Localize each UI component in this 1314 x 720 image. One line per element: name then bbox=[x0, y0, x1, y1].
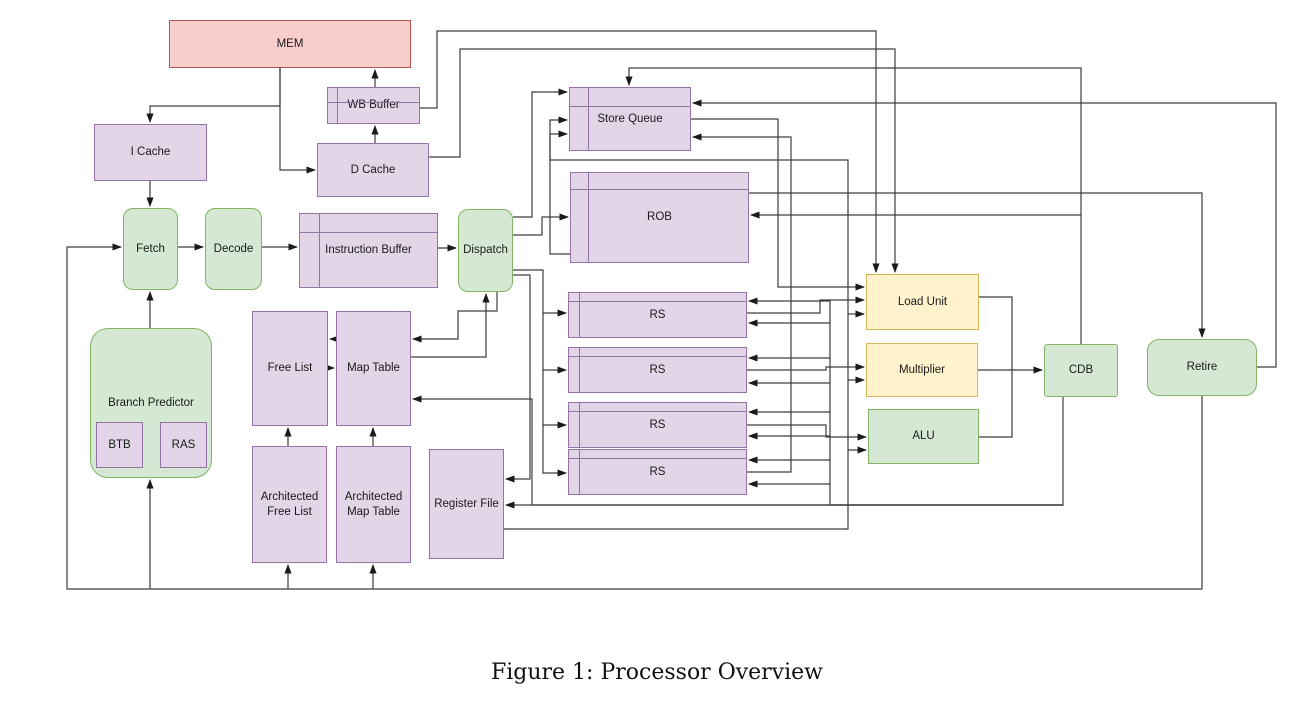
edge-retire-to-store-queue bbox=[692, 99, 1277, 368]
node-free-list: Free List bbox=[252, 311, 328, 426]
node-decode: Decode bbox=[205, 208, 262, 290]
node-d-cache-label: D Cache bbox=[350, 163, 396, 176]
edge-dispatch-to-register-file bbox=[505, 274, 531, 483]
node-store-queue-row-divider bbox=[570, 88, 690, 107]
node-wb-buffer-column-divider bbox=[328, 88, 338, 123]
edge-dispatch-to-rs3 bbox=[542, 370, 567, 429]
node-rs3-row-divider bbox=[569, 403, 746, 412]
edge-rs3-to-alu bbox=[747, 424, 867, 441]
edge-dispatch-to-store-queue bbox=[513, 88, 568, 218]
node-architected-map-table: Architected Map Table bbox=[336, 446, 411, 563]
node-instruction-buffer-column-divider bbox=[300, 214, 320, 287]
edge-load-unit-to-cdb bbox=[979, 296, 1013, 370]
node-rs1-label: RS bbox=[649, 308, 666, 321]
node-decode-label: Decode bbox=[213, 242, 254, 255]
node-store-queue: Store Queue bbox=[569, 87, 691, 151]
node-rs2-label: RS bbox=[649, 363, 666, 376]
node-instruction-buffer-row-divider bbox=[300, 214, 437, 233]
edge-mem-to-i-cache bbox=[146, 68, 281, 123]
node-architected-free-list-label: Architected Free List bbox=[260, 491, 319, 518]
node-rs3-column-divider bbox=[569, 403, 580, 447]
node-free-list-label: Free List bbox=[267, 362, 313, 375]
node-store-queue-column-divider bbox=[570, 88, 589, 150]
node-rs4-label: RS bbox=[649, 465, 666, 478]
node-load-unit: Load Unit bbox=[866, 274, 979, 330]
node-rs4: RS bbox=[568, 449, 747, 495]
node-rs1: RS bbox=[568, 292, 747, 338]
node-rs1-column-divider bbox=[569, 293, 580, 337]
node-map-table: Map Table bbox=[336, 311, 411, 426]
edge-mem-to-d-cache bbox=[279, 68, 316, 174]
node-branch-predictor-label: Branch Predictor bbox=[108, 396, 194, 409]
edge-dispatch-to-rs2 bbox=[542, 313, 567, 374]
edge-rob-to-store-queue bbox=[549, 116, 570, 255]
node-rs2-column-divider bbox=[569, 348, 580, 392]
node-alu-label: ALU bbox=[912, 430, 935, 443]
node-fetch: Fetch bbox=[123, 208, 178, 290]
node-multiplier-label: Multiplier bbox=[898, 363, 945, 376]
node-btb-label: BTB bbox=[108, 438, 131, 451]
node-register-file: Register File bbox=[429, 449, 504, 559]
node-retire: Retire bbox=[1147, 339, 1257, 396]
figure-caption: Figure 1: Processor Overview bbox=[490, 660, 824, 685]
node-architected-free-list: Architected Free List bbox=[252, 446, 327, 563]
node-rs4-column-divider bbox=[569, 450, 580, 494]
node-rob-label: ROB bbox=[647, 211, 672, 224]
node-map-table-label: Map Table bbox=[347, 362, 400, 375]
edge-dispatch-to-map-table bbox=[412, 292, 498, 343]
node-instruction-buffer-label: Instruction Buffer bbox=[325, 244, 412, 257]
node-architected-map-table-label: Architected Map Table bbox=[344, 491, 403, 518]
node-register-file-label: Register File bbox=[434, 497, 499, 510]
node-cdb: CDB bbox=[1044, 344, 1118, 397]
node-mem: MEM bbox=[169, 20, 411, 68]
node-multiplier: Multiplier bbox=[866, 343, 978, 397]
node-retire-label: Retire bbox=[1186, 361, 1218, 374]
node-dispatch-label: Dispatch bbox=[463, 244, 508, 257]
node-rs4-row-divider bbox=[569, 450, 746, 459]
edge-rs1-to-load-unit bbox=[747, 296, 865, 314]
node-rob: ROB bbox=[570, 172, 749, 263]
node-rs3: RS bbox=[568, 402, 747, 448]
edge-dispatch-to-rs4 bbox=[542, 425, 567, 477]
node-d-cache: D Cache bbox=[317, 143, 429, 197]
node-fetch-label: Fetch bbox=[136, 242, 165, 255]
node-wb-buffer: WB Buffer bbox=[327, 87, 420, 124]
node-load-unit-label: Load Unit bbox=[897, 295, 948, 308]
node-ras-label: RAS bbox=[171, 438, 196, 451]
edge-cdb-to-rs1-a bbox=[748, 297, 1063, 506]
node-cdb-label: CDB bbox=[1068, 364, 1094, 377]
edge-dispatch-to-rob bbox=[513, 213, 569, 236]
node-ras: RAS bbox=[160, 422, 207, 468]
edge-rs2-to-multiplier bbox=[747, 363, 865, 371]
edge-dispatch-to-rs1 bbox=[513, 269, 567, 317]
node-rs2-row-divider bbox=[569, 348, 746, 357]
node-i-cache-label: I Cache bbox=[130, 146, 171, 159]
node-rs1-row-divider bbox=[569, 293, 746, 302]
node-mem-label: MEM bbox=[276, 37, 304, 50]
node-rob-row-divider bbox=[571, 173, 748, 190]
node-btb: BTB bbox=[96, 422, 143, 468]
node-rob-column-divider bbox=[571, 173, 589, 262]
node-i-cache: I Cache bbox=[94, 124, 207, 181]
edge-map-table-to-dispatch bbox=[411, 293, 490, 358]
node-alu: ALU bbox=[868, 409, 979, 464]
node-rs2: RS bbox=[568, 347, 747, 393]
node-instruction-buffer: Instruction Buffer bbox=[299, 213, 438, 288]
edge-alu-to-cdb bbox=[979, 370, 1013, 438]
node-rs3-label: RS bbox=[649, 418, 666, 431]
node-store-queue-label: Store Queue bbox=[597, 112, 663, 125]
node-wb-buffer-label: WB Buffer bbox=[347, 99, 400, 112]
node-dispatch: Dispatch bbox=[458, 209, 513, 292]
